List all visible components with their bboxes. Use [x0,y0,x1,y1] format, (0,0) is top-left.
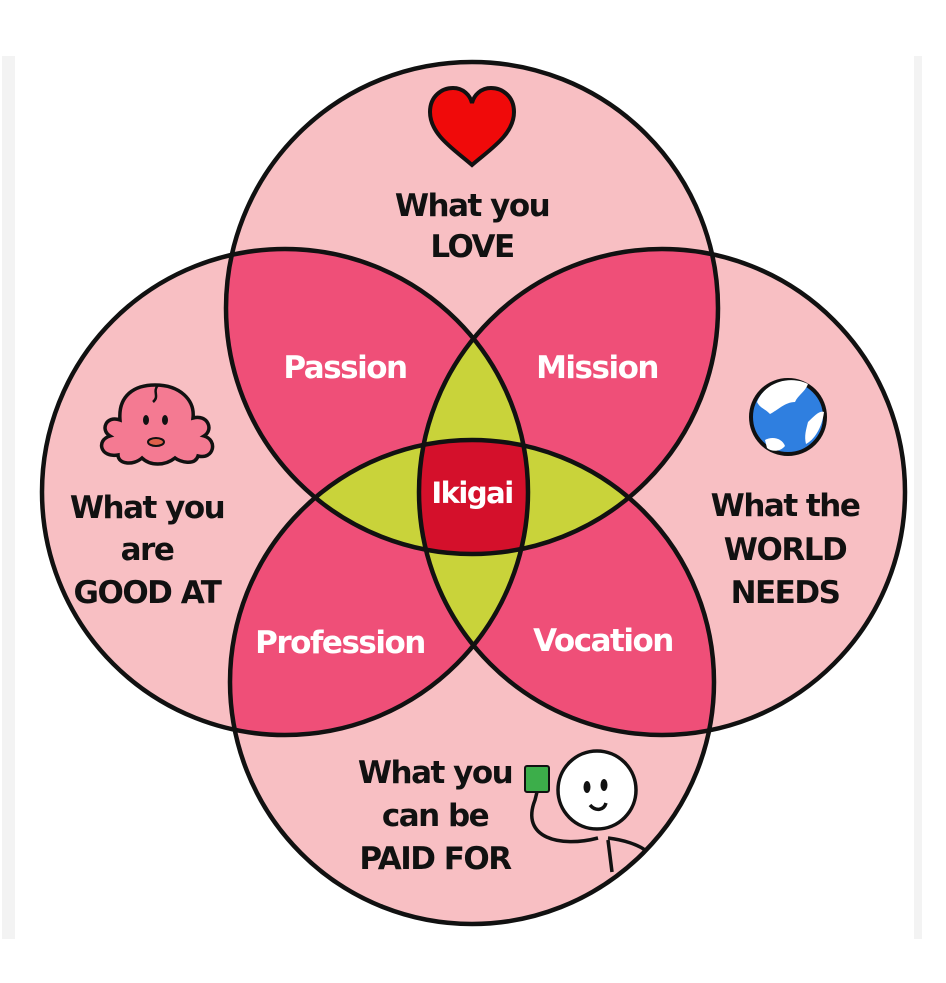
vocation-label: Vocation [533,623,673,659]
paid-for-label-line1: What you [358,755,512,791]
paid-for-label-line3: PAID FOR [359,841,512,877]
world-needs-label-line2: WORLD [724,532,847,568]
good-at-label-line3: GOOD AT [74,575,222,611]
mission-label: Mission [536,350,658,386]
world-needs-label-line3: NEEDS [731,575,840,611]
good-at-label-line1: What you [70,490,224,526]
profession-label: Profession [255,625,425,661]
world-needs-label-line1: What the [711,488,860,524]
heart-icon [427,85,517,168]
globe-icon [749,378,827,456]
passion-label: Passion [283,350,406,386]
love-label-line1: What you [395,188,549,224]
circle-outlines [39,59,908,927]
brain-icon [99,383,215,466]
love-label-line2: LOVE [430,229,513,265]
person-with-money-icon [524,749,647,873]
paid-for-label-line2: can be [382,798,489,834]
ikigai-label: Ikigai [431,476,512,510]
good-at-label-line2: are [121,532,174,568]
